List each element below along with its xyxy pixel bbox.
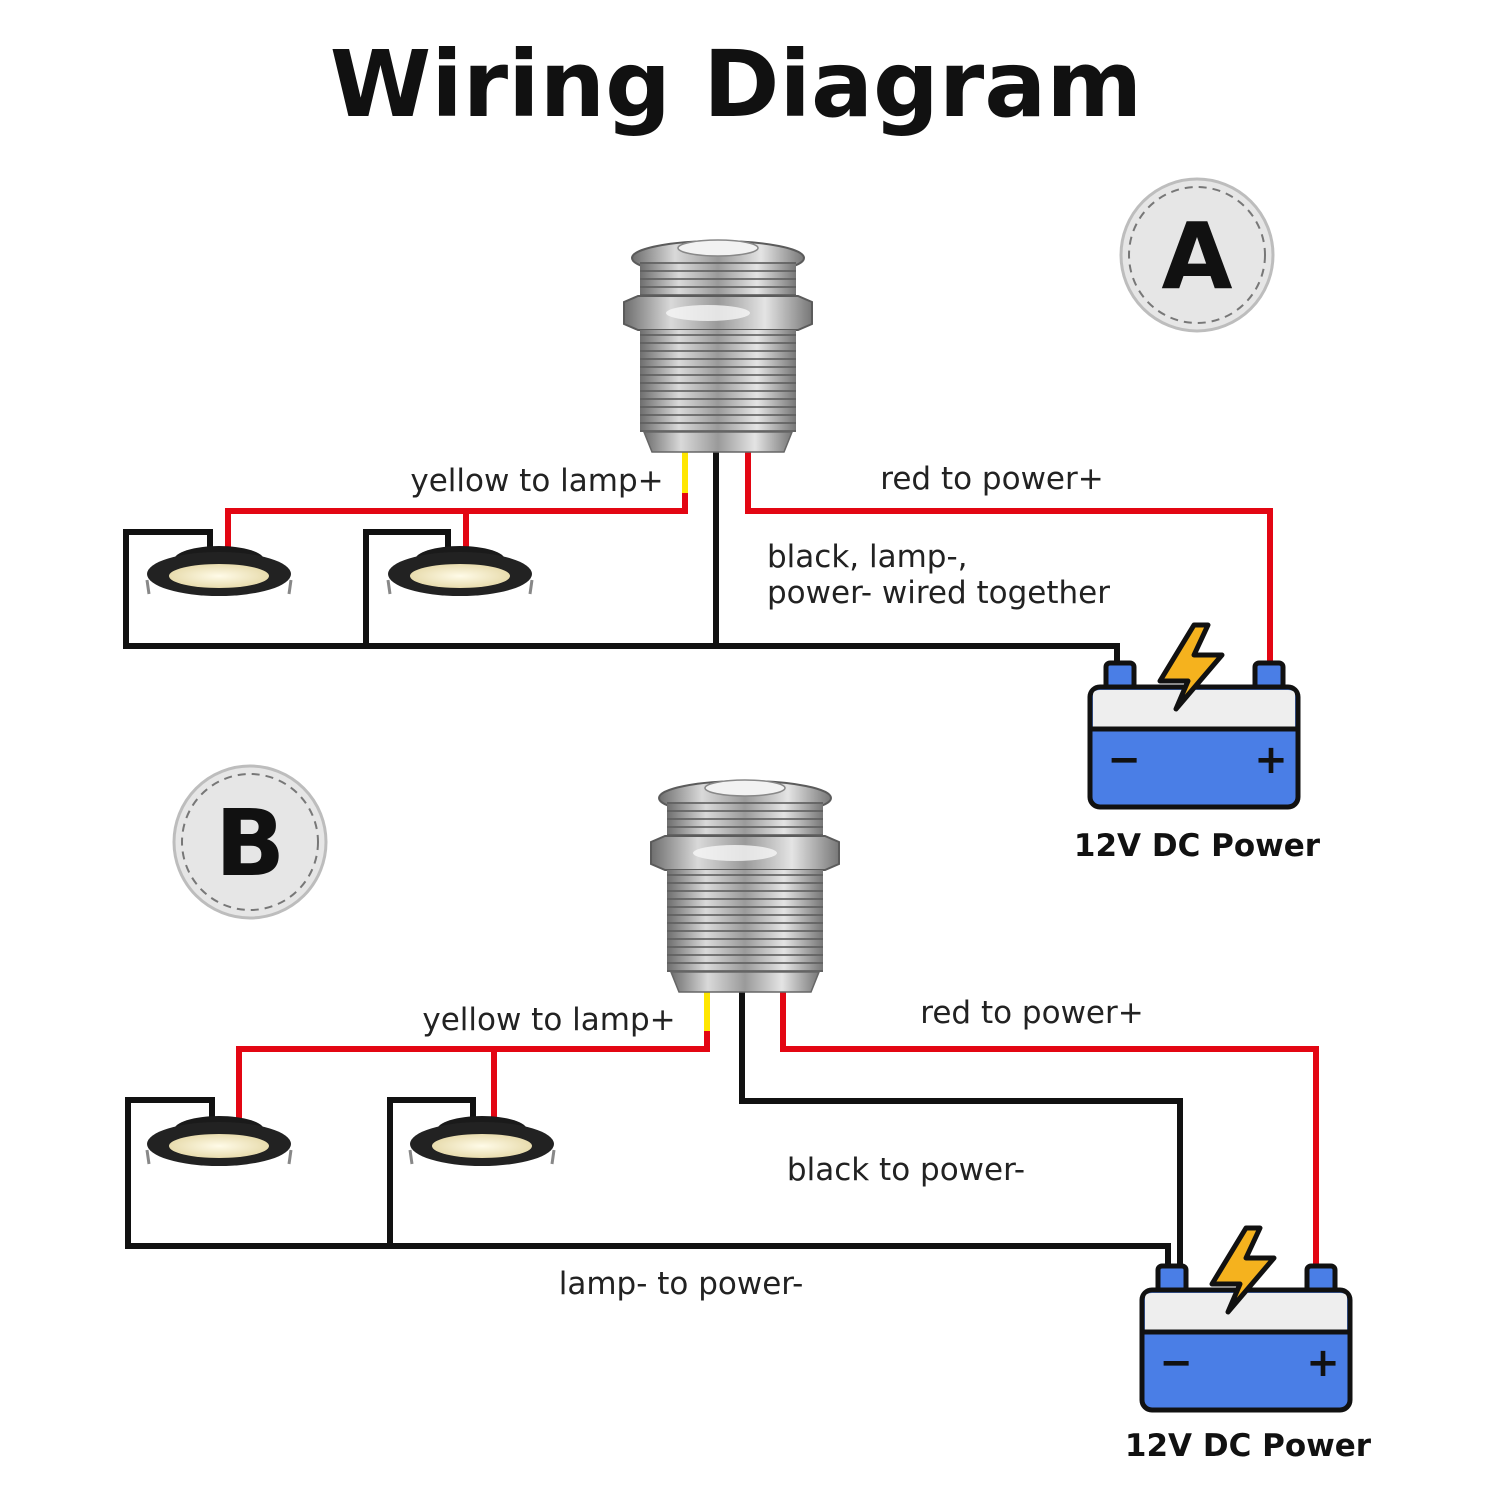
label-black-b: black to power- xyxy=(787,1152,1025,1188)
black-wire-a xyxy=(123,452,1120,667)
badge-b-letter: B xyxy=(215,790,285,897)
battery-b: − + xyxy=(1139,1225,1353,1413)
red-wire-power-b xyxy=(780,992,1319,1269)
lightning-bolt-icon xyxy=(1157,622,1225,712)
black-wire-lamps-b xyxy=(125,1097,1171,1271)
lamp-a-1 xyxy=(145,546,293,596)
label-red-a: red to power+ xyxy=(880,461,1103,497)
switch-a xyxy=(623,239,813,453)
lamp-b-1 xyxy=(145,1116,293,1166)
label-black-a-line1: black, lamp-, xyxy=(767,539,968,575)
diagram-b: B xyxy=(125,764,1372,1464)
badge-a-letter: A xyxy=(1161,203,1232,310)
page-title: Wiring Diagram xyxy=(330,31,1142,138)
red-wire-power-a xyxy=(745,452,1273,665)
badge-a: A xyxy=(1119,177,1275,333)
diagram-a: A xyxy=(123,177,1321,864)
lightning-bolt-icon xyxy=(1209,1225,1277,1315)
wires-b xyxy=(125,992,1319,1271)
lamp-b-2 xyxy=(408,1116,556,1166)
label-red-b: red to power+ xyxy=(920,995,1143,1031)
battery-a-caption: 12V DC Power xyxy=(1074,828,1321,864)
battery-b-plus-sign: + xyxy=(1306,1340,1340,1386)
battery-a-plus-sign: + xyxy=(1254,737,1288,783)
battery-b-caption: 12V DC Power xyxy=(1125,1428,1372,1464)
battery-a-minus-sign: − xyxy=(1107,737,1141,783)
red-wire-lamp-a xyxy=(225,485,688,551)
lamp-a-2 xyxy=(386,546,534,596)
label-black-a-line2: power- wired together xyxy=(767,575,1110,611)
battery-a: − + xyxy=(1087,622,1301,810)
wires-a xyxy=(123,452,1273,667)
label-yellow-a: yellow to lamp+ xyxy=(410,463,663,499)
red-wire-lamp-b xyxy=(236,1023,710,1121)
battery-b-minus-sign: − xyxy=(1159,1340,1193,1386)
black-wire-b xyxy=(739,992,1183,1271)
badge-b: B xyxy=(172,764,328,920)
switch-b xyxy=(650,779,840,993)
label-lamp-b: lamp- to power- xyxy=(559,1266,804,1302)
label-yellow-b: yellow to lamp+ xyxy=(422,1002,675,1038)
